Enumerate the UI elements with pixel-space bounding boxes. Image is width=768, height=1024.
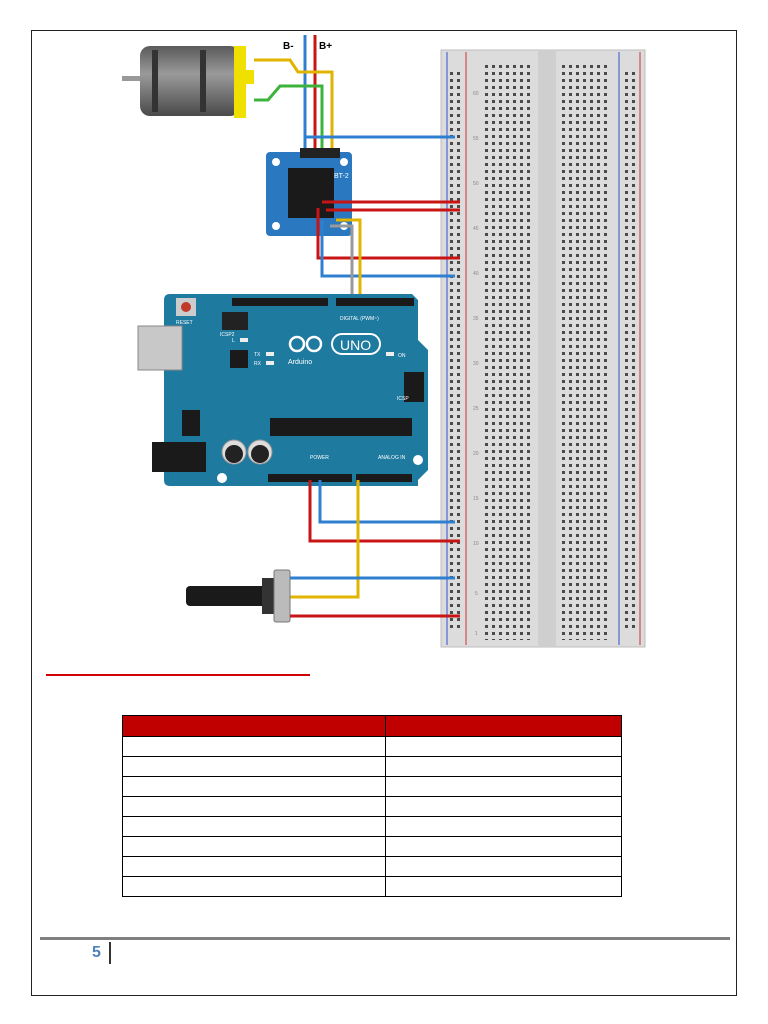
table-cell <box>122 876 386 897</box>
infinity-logo-icon <box>288 335 323 353</box>
table-row <box>122 816 622 837</box>
table-cell <box>122 796 386 817</box>
breadboard: 60 55 50 45 40 35 30 25 20 15 10 5 1 <box>440 49 646 648</box>
table-cell <box>385 816 622 837</box>
svg-text:45: 45 <box>473 226 479 232</box>
svg-text:60: 60 <box>473 91 479 97</box>
table-cell <box>122 756 386 777</box>
table-row <box>122 756 622 777</box>
table-row <box>122 856 622 877</box>
svg-text:30: 30 <box>473 361 479 367</box>
table-header-cell <box>122 715 386 737</box>
table-cell <box>385 876 622 897</box>
icsp-label: ICSP <box>397 396 409 402</box>
l-led-label: L <box>232 338 235 344</box>
on-led-label: ON <box>398 353 406 359</box>
svg-text:10: 10 <box>473 541 479 547</box>
table-row <box>122 796 622 817</box>
motor-battery-wires <box>254 35 455 150</box>
table-cell <box>385 856 622 877</box>
circuit-diagram: 60 55 50 45 40 35 30 25 20 15 10 5 1 B- B+ BT-2 <box>122 35 646 648</box>
uno-label: UNO <box>340 337 371 353</box>
section-divider <box>46 674 310 676</box>
table-cell <box>385 836 622 857</box>
table-header-cell <box>385 715 622 737</box>
table-header-row <box>122 715 622 737</box>
driver-board-label: BT-2 <box>334 173 349 180</box>
battery-negative-label: B- <box>283 41 294 52</box>
potentiometer <box>186 569 291 623</box>
arduino-wires <box>290 480 460 599</box>
power-label: POWER <box>310 455 329 461</box>
motor-driver-board: BT-2 <box>266 148 352 236</box>
rx-label: RX <box>254 361 262 367</box>
table-row <box>122 776 622 797</box>
digital-label: DIGITAL (PWM~) <box>340 316 379 322</box>
footer-rule <box>40 937 730 940</box>
page-border <box>31 30 737 996</box>
dc-motor <box>122 46 254 118</box>
page-number: 5 <box>92 944 101 961</box>
table-cell <box>122 856 386 877</box>
table-cell <box>122 816 386 837</box>
svg-text:50: 50 <box>473 181 479 187</box>
table-cell <box>122 776 386 797</box>
svg-text:1: 1 <box>475 631 478 637</box>
table-cell <box>385 776 622 797</box>
driver-wires <box>316 200 460 300</box>
reset-label: RESET <box>176 320 193 326</box>
svg-text:55: 55 <box>473 136 479 142</box>
analog-in-label: ANALOG IN <box>378 455 406 461</box>
table-cell <box>122 736 386 757</box>
page-number-separator <box>109 942 111 964</box>
table-row <box>122 876 622 897</box>
arduino-uno-board: RESET ICSP2 DIGITAL (PWM~) L TX RX UNO A… <box>137 294 428 486</box>
table-cell <box>385 756 622 777</box>
table-cell <box>385 736 622 757</box>
svg-text:5: 5 <box>475 591 478 597</box>
table-row <box>122 736 622 757</box>
svg-text:40: 40 <box>473 271 479 277</box>
icsp2-label: ICSP2 <box>220 332 235 338</box>
svg-text:35: 35 <box>473 316 479 322</box>
breadboard-row-numbers: 60 55 50 45 40 35 30 25 20 15 10 5 1 <box>473 91 479 637</box>
svg-text:20: 20 <box>473 451 479 457</box>
table-cell <box>122 836 386 857</box>
tx-label: TX <box>254 352 261 358</box>
pin-table <box>122 715 622 897</box>
battery-positive-label: B+ <box>319 41 332 52</box>
potentiometer-wires <box>290 576 460 618</box>
arduino-brand-label: Arduino <box>288 359 312 366</box>
svg-text:15: 15 <box>473 496 479 502</box>
table-row <box>122 836 622 857</box>
svg-text:25: 25 <box>473 406 479 412</box>
table-cell <box>385 796 622 817</box>
